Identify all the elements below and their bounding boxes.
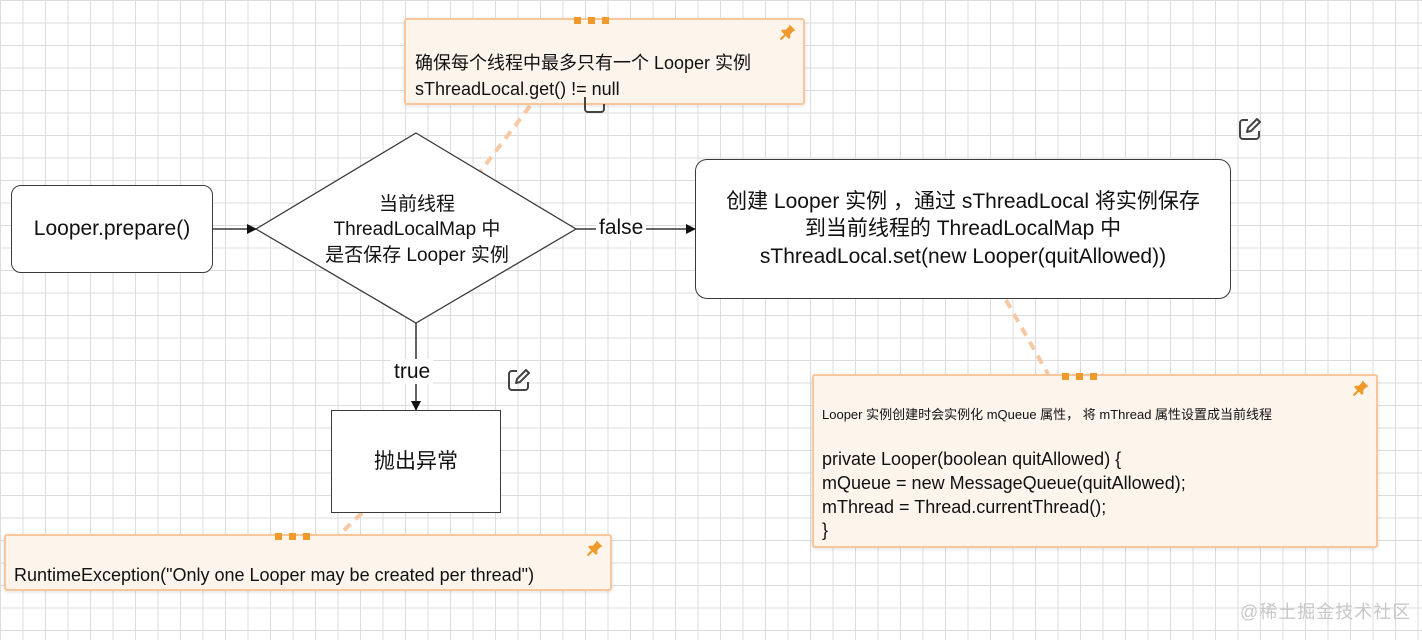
edit-icon[interactable] — [582, 97, 606, 115]
false-edge-label: false — [596, 215, 647, 241]
note-looper-description: Looper 实例创建时会实例化 mQueue 属性， 将 mThread 属性… — [822, 407, 1273, 422]
note-check-connector — [478, 104, 532, 174]
note-looper-code: private Looper(boolean quitAllowed) { mQ… — [822, 449, 1186, 541]
edit-icon[interactable] — [1237, 116, 1263, 142]
decision-node-label: 当前线程 ThreadLocalMap 中 是否保存 Looper 实例 — [325, 193, 509, 266]
note-check-text: 确保每个线程中最多只有一个 Looper 实例 sThreadLocal.get… — [415, 53, 752, 100]
create-looper-node[interactable]: 创建 Looper 实例 ，通过 sThreadLocal 将实例保存 到当前线… — [695, 159, 1231, 299]
edit-icon[interactable] — [506, 367, 532, 393]
note-check[interactable]: 确保每个线程中最多只有一个 Looper 实例 sThreadLocal.get… — [404, 17, 805, 105]
pin-icon[interactable] — [1352, 379, 1370, 397]
note-drag-handle[interactable] — [574, 17, 614, 25]
true-edge-label: true — [391, 359, 434, 385]
start-node-label: Looper.prepare() — [33, 217, 191, 241]
throw-exception-node-label: 抛出异常 — [374, 449, 458, 473]
start-node[interactable]: Looper.prepare() — [11, 185, 213, 273]
note-runtime-connector — [338, 511, 364, 536]
create-looper-node-label: 创建 Looper 实例 ，通过 sThreadLocal 将实例保存 到当前线… — [726, 190, 1200, 268]
note-drag-handle[interactable] — [275, 533, 315, 541]
watermark: @稀土掘金技术社区 — [1240, 602, 1412, 622]
note-looper-connector — [1004, 299, 1050, 375]
note-runtime-exception[interactable]: RuntimeException("Only one Looper may be… — [4, 533, 612, 591]
throw-exception-node[interactable]: 抛出异常 — [331, 410, 501, 513]
note-looper-constructor[interactable]: Looper 实例创建时会实例化 mQueue 属性， 将 mThread 属性… — [812, 373, 1378, 548]
pin-icon[interactable] — [586, 539, 604, 557]
note-runtime-text: RuntimeException("Only one Looper may be… — [14, 565, 535, 585]
note-drag-handle[interactable] — [1062, 373, 1102, 381]
pin-icon[interactable] — [779, 23, 797, 41]
